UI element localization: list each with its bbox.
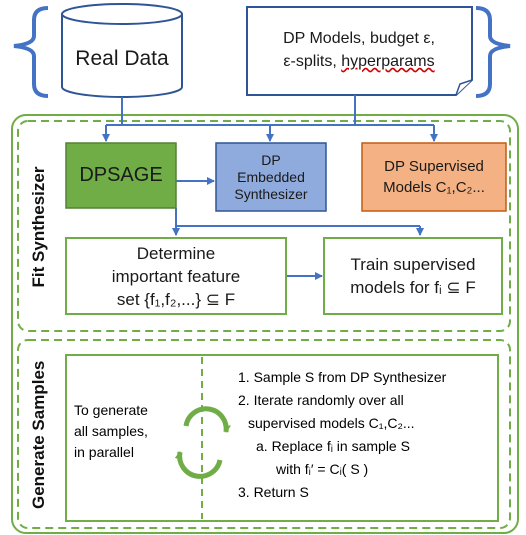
real-data-cylinder — [61, 3, 183, 98]
parallel-note: To generate all samples, in parallel — [74, 402, 148, 460]
fit-section-outer — [11, 114, 519, 534]
fit-synthesizer-title: Fit Synthesizer — [29, 166, 48, 288]
dp-embedded-label: DP Embedded Synthesizer — [234, 151, 308, 202]
train-box — [323, 237, 503, 315]
generate-samples-title: Generate Samples — [29, 360, 48, 509]
dp-models-label: DP Models, budget ε, ε-splits, hyperpara… — [283, 30, 435, 70]
step-2: 2. Iterate randomly over all — [238, 392, 404, 408]
generation-steps: 1. Sample S from DP Synthesizer 2. Itera… — [238, 366, 493, 504]
step-2a-cont: with fᵢ′ = Cᵢ( S ) — [276, 461, 369, 477]
step-1: 1. Sample S from DP Synthesizer — [238, 369, 447, 385]
cycle-arrows-icon — [174, 406, 231, 479]
left-brace — [13, 6, 49, 98]
train-label: Train supervised models for fᵢ ⊆ F — [350, 255, 476, 297]
step-2a: a. Replace fᵢ in sample S — [256, 438, 410, 454]
generate-box — [65, 354, 499, 522]
dp-supervised-label: DP Supervised Models C₁,C₂... — [383, 158, 485, 196]
dp-supervised-box — [361, 142, 507, 212]
dpsage-box — [65, 142, 177, 209]
real-data-label: Real Data — [75, 47, 169, 70]
determine-box — [65, 237, 287, 315]
dp-embedded-box — [215, 142, 327, 212]
determine-label: Determine important feature set {f₁,f₂,.… — [111, 243, 241, 309]
step-2-cont: supervised models C₁,C₂... — [248, 415, 415, 431]
step-3: 3. Return S — [238, 484, 309, 500]
fit-section — [17, 120, 511, 332]
generate-section — [17, 339, 511, 529]
dpsage-label: DPSAGE — [79, 164, 163, 186]
right-brace — [475, 6, 511, 98]
